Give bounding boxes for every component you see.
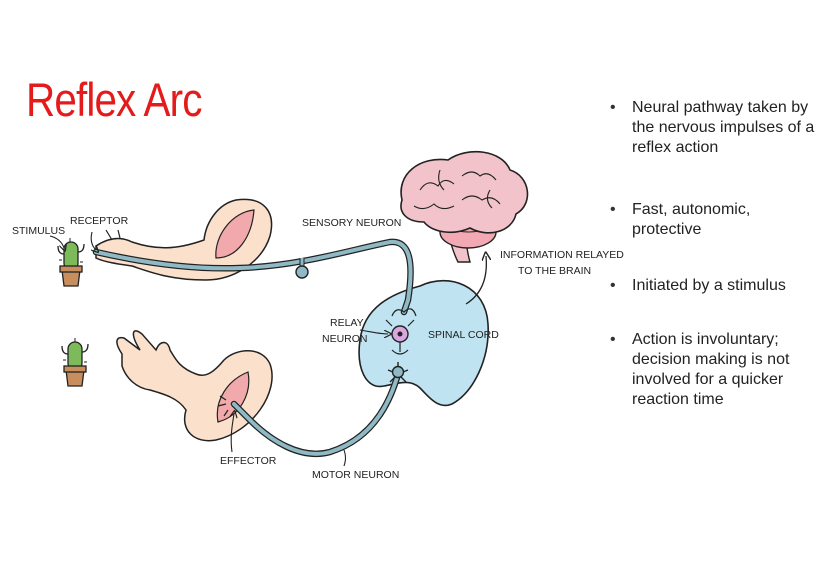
sensory-neuron-label: SENSORY NEURON xyxy=(302,217,401,229)
relay-neuron-label-line2: NEURON xyxy=(322,333,368,345)
bullet-item: Initiated by a stimulus xyxy=(610,276,815,296)
receptor-label: RECEPTOR xyxy=(70,215,129,227)
motor-neuron xyxy=(217,362,409,457)
spinal-cord-icon xyxy=(358,279,489,407)
info-relayed-label-line2: TO THE BRAIN xyxy=(518,265,591,277)
relay-neuron-label-line1: RELAY xyxy=(330,317,364,329)
neuron-icon xyxy=(295,265,309,279)
arm-icon-lower xyxy=(116,330,273,442)
info-relayed-label-line1: INFORMATION RELAYED xyxy=(500,249,624,261)
sensory-neuron xyxy=(92,238,417,317)
bullet-item: Fast, autonomic, protective xyxy=(610,200,815,240)
slide-title: Reflex Arc xyxy=(26,73,202,126)
effector-label: EFFECTOR xyxy=(220,455,277,467)
stimulus-label: STIMULUS xyxy=(12,225,65,237)
relay-neuron xyxy=(385,319,415,355)
spinal-cord-label: SPINAL CORD xyxy=(428,329,499,341)
brain-icon xyxy=(400,151,529,263)
bullet-list: Neural pathway taken by the nervous impu… xyxy=(610,98,815,410)
motor-neuron-label: MOTOR NEURON xyxy=(312,469,399,481)
bullet-item: Action is involuntary; decision making i… xyxy=(610,330,815,410)
cactus-icon xyxy=(57,238,85,287)
bullet-item: Neural pathway taken by the nervous impu… xyxy=(610,98,815,158)
cactus-icon-lower xyxy=(61,338,89,387)
